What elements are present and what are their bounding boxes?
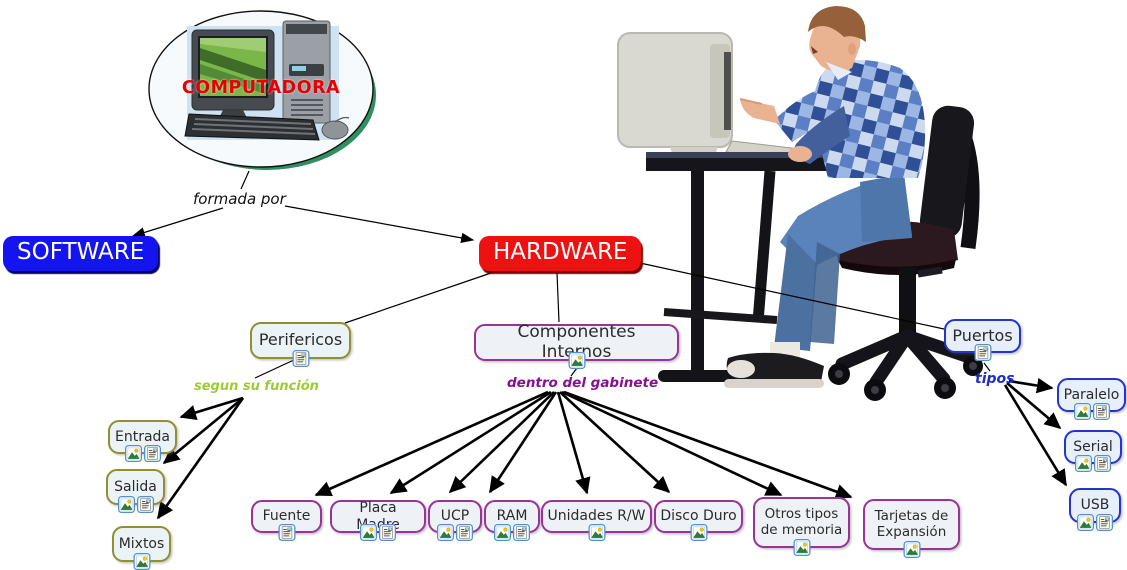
concept-mixtos[interactable]: Mixtos bbox=[112, 526, 171, 570]
image-icon[interactable] bbox=[124, 445, 142, 462]
image-icon[interactable] bbox=[494, 524, 511, 541]
image-icon[interactable] bbox=[690, 524, 707, 541]
resource-icons bbox=[588, 524, 605, 541]
boy-at-computer-photo bbox=[617, 6, 983, 401]
computer-clipart bbox=[148, 10, 376, 170]
concept-otros-tipos-de-memoria[interactable]: Otros tipos de memoria bbox=[753, 497, 850, 556]
concept-ram[interactable]: RAM bbox=[484, 500, 540, 541]
concept-entrada[interactable]: Entrada bbox=[108, 420, 177, 462]
concept-salida[interactable]: Salida bbox=[106, 469, 165, 513]
image-icon[interactable] bbox=[1073, 403, 1091, 420]
unidades-rw-label: Unidades R/W bbox=[547, 508, 646, 525]
resource-icons bbox=[903, 541, 920, 558]
tarjetas-expansion-label: Tarjetas de Expansión bbox=[874, 507, 949, 540]
ucp-label: UCP bbox=[440, 508, 470, 525]
componentes-internos-label: Componentes Internos bbox=[517, 321, 636, 362]
image-icon[interactable] bbox=[1075, 455, 1092, 472]
concept-componentes-internos[interactable]: Componentes Internos bbox=[474, 321, 679, 369]
note-icon[interactable] bbox=[136, 496, 154, 513]
perifericos-label: Perifericos bbox=[258, 330, 343, 350]
concept-placa-madre[interactable]: Placa Madre bbox=[330, 500, 426, 541]
office-chair bbox=[828, 105, 983, 401]
mixtos-label: Mixtos bbox=[118, 535, 165, 552]
note-icon[interactable] bbox=[143, 445, 161, 462]
image-icon[interactable] bbox=[588, 524, 605, 541]
note-icon[interactable] bbox=[1096, 514, 1113, 531]
resource-icons bbox=[690, 524, 707, 541]
concept-fuente[interactable]: Fuente bbox=[251, 500, 322, 541]
note-icon[interactable] bbox=[292, 350, 309, 367]
resource-icons bbox=[117, 496, 154, 513]
link-label-formada-por[interactable]: formada por bbox=[193, 190, 286, 208]
paralelo-label: Paralelo bbox=[1063, 386, 1120, 403]
image-icon[interactable] bbox=[117, 496, 135, 513]
resource-icons bbox=[793, 539, 810, 556]
image-icon[interactable] bbox=[903, 541, 920, 558]
resource-icons bbox=[1077, 514, 1113, 531]
resource-icons bbox=[494, 524, 530, 541]
resource-icons bbox=[292, 350, 309, 367]
image-icon[interactable] bbox=[437, 524, 454, 541]
concept-serial[interactable]: Serial bbox=[1064, 430, 1122, 472]
serial-label: Serial bbox=[1073, 438, 1113, 455]
software-label: SOFTWARE bbox=[17, 239, 145, 265]
resource-icons bbox=[133, 553, 150, 570]
concept-perifericos[interactable]: Perifericos bbox=[250, 322, 351, 367]
resource-icons bbox=[124, 445, 161, 462]
entrada-label: Entrada bbox=[114, 428, 170, 445]
note-icon[interactable] bbox=[513, 524, 530, 541]
resource-icons bbox=[360, 524, 396, 541]
salida-label: Salida bbox=[114, 478, 157, 495]
image-icon[interactable] bbox=[1077, 514, 1094, 531]
boy bbox=[724, 6, 926, 388]
concept-computadora[interactable]: COMPUTADORA bbox=[145, 8, 377, 173]
desk bbox=[646, 152, 842, 159]
link-label-segun-su-funcion[interactable]: segun su función bbox=[194, 379, 319, 394]
note-icon[interactable] bbox=[278, 524, 295, 541]
concept-hardware[interactable]: HARDWARE bbox=[479, 236, 642, 271]
puertos-label: Puertos bbox=[952, 325, 1013, 345]
otros-tipos-label: Otros tipos de memoria bbox=[760, 505, 843, 538]
concept-puertos[interactable]: Puertos bbox=[944, 319, 1021, 361]
note-icon[interactable] bbox=[1094, 455, 1111, 472]
resource-icons bbox=[437, 524, 473, 541]
fuente-label: Fuente bbox=[262, 508, 311, 525]
note-icon[interactable] bbox=[1092, 403, 1110, 420]
note-icon[interactable] bbox=[379, 524, 396, 541]
concept-paralelo[interactable]: Paralelo bbox=[1057, 378, 1126, 420]
computadora-label: COMPUTADORA bbox=[181, 78, 341, 98]
image-icon[interactable] bbox=[360, 524, 377, 541]
resource-icons bbox=[1073, 403, 1110, 420]
ram-label: RAM bbox=[496, 508, 528, 525]
note-icon[interactable] bbox=[974, 344, 991, 361]
image-icon[interactable] bbox=[793, 539, 810, 556]
disco-duro-label: Disco Duro bbox=[660, 508, 737, 525]
image-icon[interactable] bbox=[133, 553, 150, 570]
concept-tarjetas-de-expansion[interactable]: Tarjetas de Expansión bbox=[863, 499, 960, 558]
hardware-label: HARDWARE bbox=[493, 239, 628, 265]
concept-software[interactable]: SOFTWARE bbox=[3, 236, 159, 271]
concept-unidades-rw[interactable]: Unidades R/W bbox=[541, 500, 652, 541]
resource-icons bbox=[278, 524, 295, 541]
link-label-dentro-del-gabinete[interactable]: dentro del gabinete bbox=[507, 375, 659, 391]
resource-icons bbox=[974, 344, 991, 361]
image-icon[interactable] bbox=[568, 352, 585, 369]
concept-usb[interactable]: USB bbox=[1069, 488, 1121, 531]
concept-ucp[interactable]: UCP bbox=[428, 500, 482, 541]
resource-icons bbox=[1075, 455, 1111, 472]
usb-label: USB bbox=[1080, 497, 1110, 514]
link-label-tipos[interactable]: tipos bbox=[975, 371, 1015, 387]
concept-disco-duro[interactable]: Disco Duro bbox=[654, 500, 743, 541]
resource-icons bbox=[568, 352, 585, 369]
note-icon[interactable] bbox=[456, 524, 473, 541]
